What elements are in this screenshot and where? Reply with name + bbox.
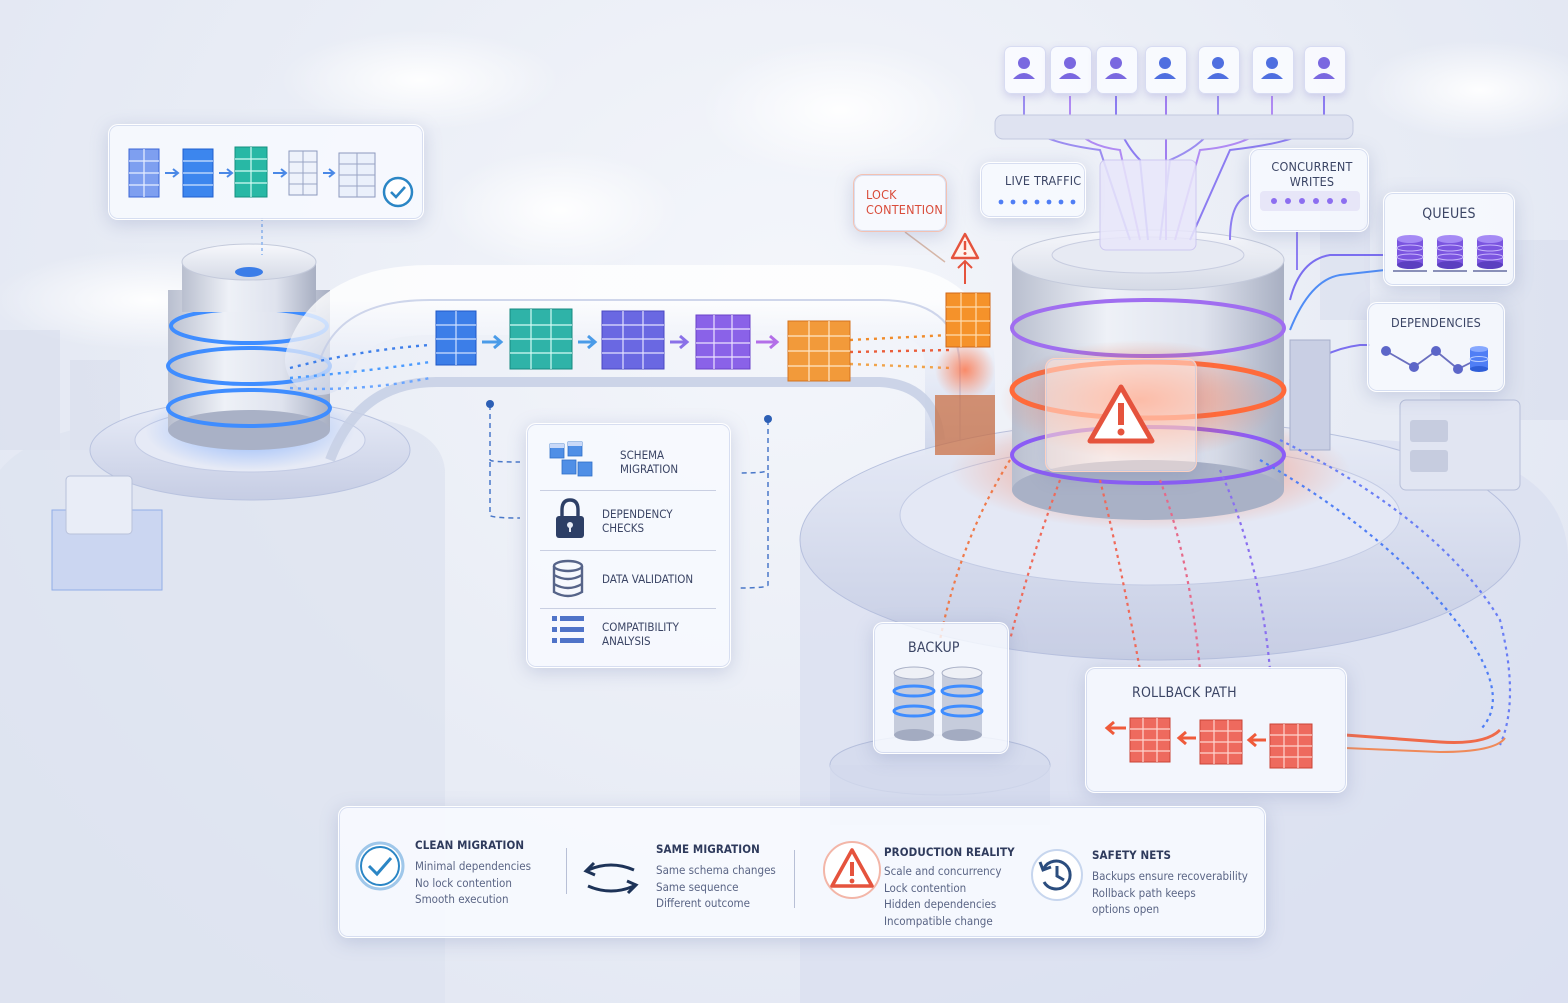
checklist-label: DEPENDENCY CHECKS xyxy=(602,507,673,535)
checklist-label: COMPATIBILITY ANALYSIS xyxy=(602,620,679,648)
table-stack-outline-2 xyxy=(338,152,376,198)
user-icon xyxy=(1261,57,1283,79)
summary-title: SAFETY NETS xyxy=(1092,848,1172,862)
database-icon xyxy=(1433,235,1467,272)
summary-production-reality: PRODUCTION REALITY Scale and concurrency… xyxy=(884,845,1034,929)
user-tile xyxy=(1004,46,1046,94)
user-tile xyxy=(1252,46,1294,94)
checklist-item-data-validation: DATA VALIDATION xyxy=(540,552,716,608)
table-stack-outline xyxy=(288,150,318,196)
check-circle-icon xyxy=(382,176,414,208)
checklist-label: SCHEMA MIGRATION xyxy=(620,448,679,476)
concurrent-writes-panel: CONCURRENT WRITES xyxy=(1249,148,1369,232)
table-stack-blue xyxy=(128,148,160,198)
backup-label: BACKUP xyxy=(908,640,960,656)
live-traffic-label: LIVE TRAFFIC xyxy=(1005,173,1082,188)
locked-table-cube xyxy=(945,292,991,348)
user-tile xyxy=(1198,46,1240,94)
summary-title: SAME MIGRATION xyxy=(656,842,760,856)
table-stack-sequence-icon xyxy=(128,146,376,198)
database-icon xyxy=(552,559,584,598)
checklist-divider xyxy=(540,490,716,491)
rollback-path-label: ROLLBACK PATH xyxy=(1132,685,1237,701)
dependencies-panel: DEPENDENCIES xyxy=(1367,302,1505,392)
list-icon xyxy=(552,616,584,643)
lock-contention-panel: LOCK CONTENTION xyxy=(853,174,947,232)
double-arrow-icon xyxy=(583,861,639,895)
user-tile xyxy=(1096,46,1138,94)
rollback-path-panel: ROLLBACK PATH xyxy=(1085,667,1347,793)
summary-title: CLEAN MIGRATION xyxy=(415,838,525,852)
checklist-label: DATA VALIDATION xyxy=(602,572,694,586)
table-stack-teal xyxy=(234,146,268,198)
pipeline-tables xyxy=(435,308,851,382)
table-cube-blue xyxy=(435,310,477,366)
queues-panel: QUEUES xyxy=(1383,192,1515,286)
database-icon xyxy=(892,666,936,741)
backup-databases-icon xyxy=(892,666,984,741)
user-icon xyxy=(1059,57,1081,79)
backup-panel: BACKUP xyxy=(873,622,1009,754)
queues-label: QUEUES xyxy=(1422,206,1476,222)
queue-stacks-icon xyxy=(1393,235,1507,272)
restore-clock-icon xyxy=(1031,849,1083,901)
table-stack-blue-2 xyxy=(182,148,214,198)
table-cube-indigo xyxy=(601,310,665,370)
database-icon xyxy=(1469,346,1489,372)
summary-title: PRODUCTION REALITY xyxy=(884,845,1015,859)
checklist-divider xyxy=(540,550,716,551)
lock-contention-label: LOCK CONTENTION xyxy=(866,187,943,217)
check-circle-icon xyxy=(355,841,405,891)
table-cube-red xyxy=(1269,723,1313,769)
summary-bar xyxy=(338,806,1266,938)
traffic-dots-icon xyxy=(998,199,1076,205)
warning-triangle-icon xyxy=(1087,384,1155,444)
cubes-icon xyxy=(549,441,593,477)
table-cube-teal xyxy=(509,308,573,370)
lock-icon xyxy=(556,498,584,538)
user-icon xyxy=(1105,57,1127,79)
rollback-tables-icon xyxy=(1104,717,1313,769)
table-cube-purple xyxy=(695,314,751,370)
user-icon xyxy=(1154,57,1176,79)
database-icon xyxy=(940,666,984,741)
user-tile xyxy=(1050,46,1092,94)
checklist-item-compatibility-analysis: COMPATIBILITY ANALYSIS xyxy=(540,610,716,666)
warning-triangle-icon xyxy=(823,841,881,899)
summary-safety-nets: SAFETY NETS Backups ensure recoverabilit… xyxy=(1092,848,1257,918)
db-warning-panel xyxy=(1045,358,1197,472)
database-icon xyxy=(1393,235,1427,272)
dependencies-label: DEPENDENCIES xyxy=(1390,315,1482,330)
user-tile xyxy=(1304,46,1346,94)
checklist-item-dependency-checks: DEPENDENCY CHECKS xyxy=(540,492,716,548)
write-dots-icon xyxy=(1260,191,1360,211)
concurrent-writes-label: CONCURRENT WRITES xyxy=(1271,159,1353,189)
user-icon xyxy=(1313,57,1335,79)
table-cube-red xyxy=(1199,719,1243,765)
checklist-item-schema-migration: SCHEMA MIGRATION xyxy=(540,434,716,490)
table-cube-orange xyxy=(787,320,851,382)
user-icons xyxy=(1013,57,1335,79)
database-icon xyxy=(1473,235,1507,272)
user-tile xyxy=(1145,46,1187,94)
user-icon xyxy=(1207,57,1229,79)
warning-triangle-icon xyxy=(950,232,980,260)
dependency-graph-icon xyxy=(1381,346,1489,374)
table-cube-red xyxy=(1129,717,1171,763)
checklist-divider xyxy=(540,608,716,609)
live-traffic-panel: LIVE TRAFFIC xyxy=(980,162,1086,218)
user-icon xyxy=(1013,57,1035,79)
clean-schema-panel xyxy=(108,124,424,220)
summary-divider xyxy=(566,848,567,894)
summary-divider xyxy=(794,850,795,908)
